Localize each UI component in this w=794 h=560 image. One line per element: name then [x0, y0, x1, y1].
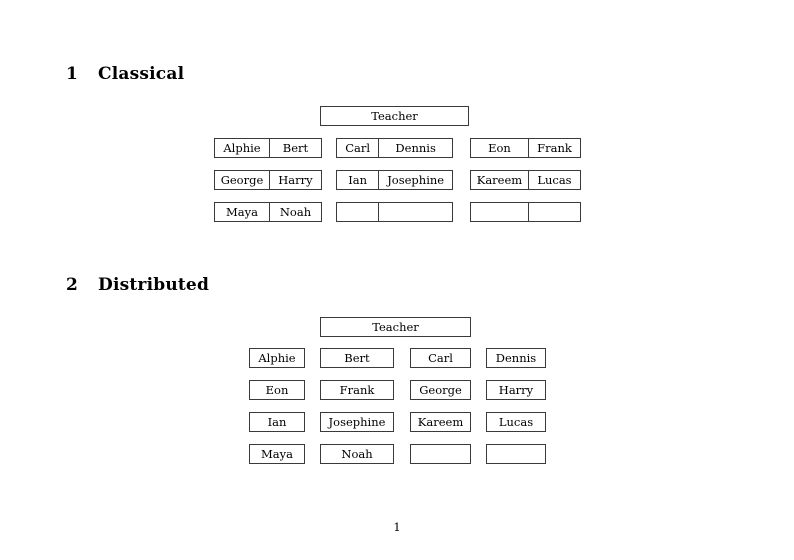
student-cell: Lucas — [527, 171, 580, 189]
student-cell: Dennis — [378, 139, 452, 157]
student-cell-empty — [527, 203, 580, 221]
section-title: Distributed — [98, 275, 210, 295]
student-cell-empty — [471, 203, 528, 221]
student-cell: Josephine — [378, 171, 452, 189]
distributed-teacher-box: Teacher — [320, 317, 471, 337]
distributed-cell: Frank — [320, 380, 394, 400]
student-cell: Alphie — [223, 141, 261, 155]
student-cell: Harry — [268, 171, 321, 189]
section-heading-classical: 1 Classical — [66, 64, 184, 84]
distributed-cell: Noah — [320, 444, 394, 464]
section-heading-distributed: 2 Distributed — [66, 275, 209, 295]
section-title: Classical — [98, 64, 185, 84]
student-cell-empty — [337, 203, 378, 221]
distributed-cell: George — [410, 380, 471, 400]
student-cell: Carl — [345, 141, 371, 155]
student-cell: Maya — [225, 205, 258, 219]
student-cell: Noah — [268, 203, 321, 221]
classical-group1-row3: Maya Noah — [214, 202, 322, 222]
student-cell: George — [220, 173, 264, 187]
classical-group1-row1: Alphie Bert — [214, 138, 322, 158]
page-number: 1 — [393, 520, 401, 534]
classical-group3-row3 — [470, 202, 581, 222]
section-number: 1 — [66, 64, 79, 84]
classical-group3-row2: Kareem Lucas — [470, 170, 581, 190]
distributed-cell: Bert — [320, 348, 394, 368]
distributed-cell: Maya — [249, 444, 305, 464]
distributed-cell-empty — [486, 444, 546, 464]
classical-group1-row2: George Harry — [214, 170, 322, 190]
distributed-cell: Josephine — [320, 412, 394, 432]
student-cell: Bert — [268, 139, 321, 157]
distributed-cell: Lucas — [486, 412, 546, 432]
student-cell: Ian — [348, 173, 368, 187]
classical-group3-row1: Eon Frank — [470, 138, 581, 158]
distributed-cell-empty — [410, 444, 471, 464]
student-cell-empty — [378, 203, 452, 221]
student-cell: Eon — [488, 141, 511, 155]
classical-group2-row3 — [336, 202, 453, 222]
section-number: 2 — [66, 275, 79, 295]
student-cell: Frank — [527, 139, 580, 157]
distributed-cell: Alphie — [249, 348, 305, 368]
classical-teacher-box: Teacher — [320, 106, 469, 126]
distributed-cell: Harry — [486, 380, 546, 400]
distributed-cell: Eon — [249, 380, 305, 400]
classical-group2-row2: Ian Josephine — [336, 170, 453, 190]
student-cell: Kareem — [476, 173, 523, 187]
distributed-cell: Kareem — [410, 412, 471, 432]
distributed-cell: Dennis — [486, 348, 546, 368]
classical-group2-row1: Carl Dennis — [336, 138, 453, 158]
distributed-cell: Carl — [410, 348, 471, 368]
distributed-cell: Ian — [249, 412, 305, 432]
